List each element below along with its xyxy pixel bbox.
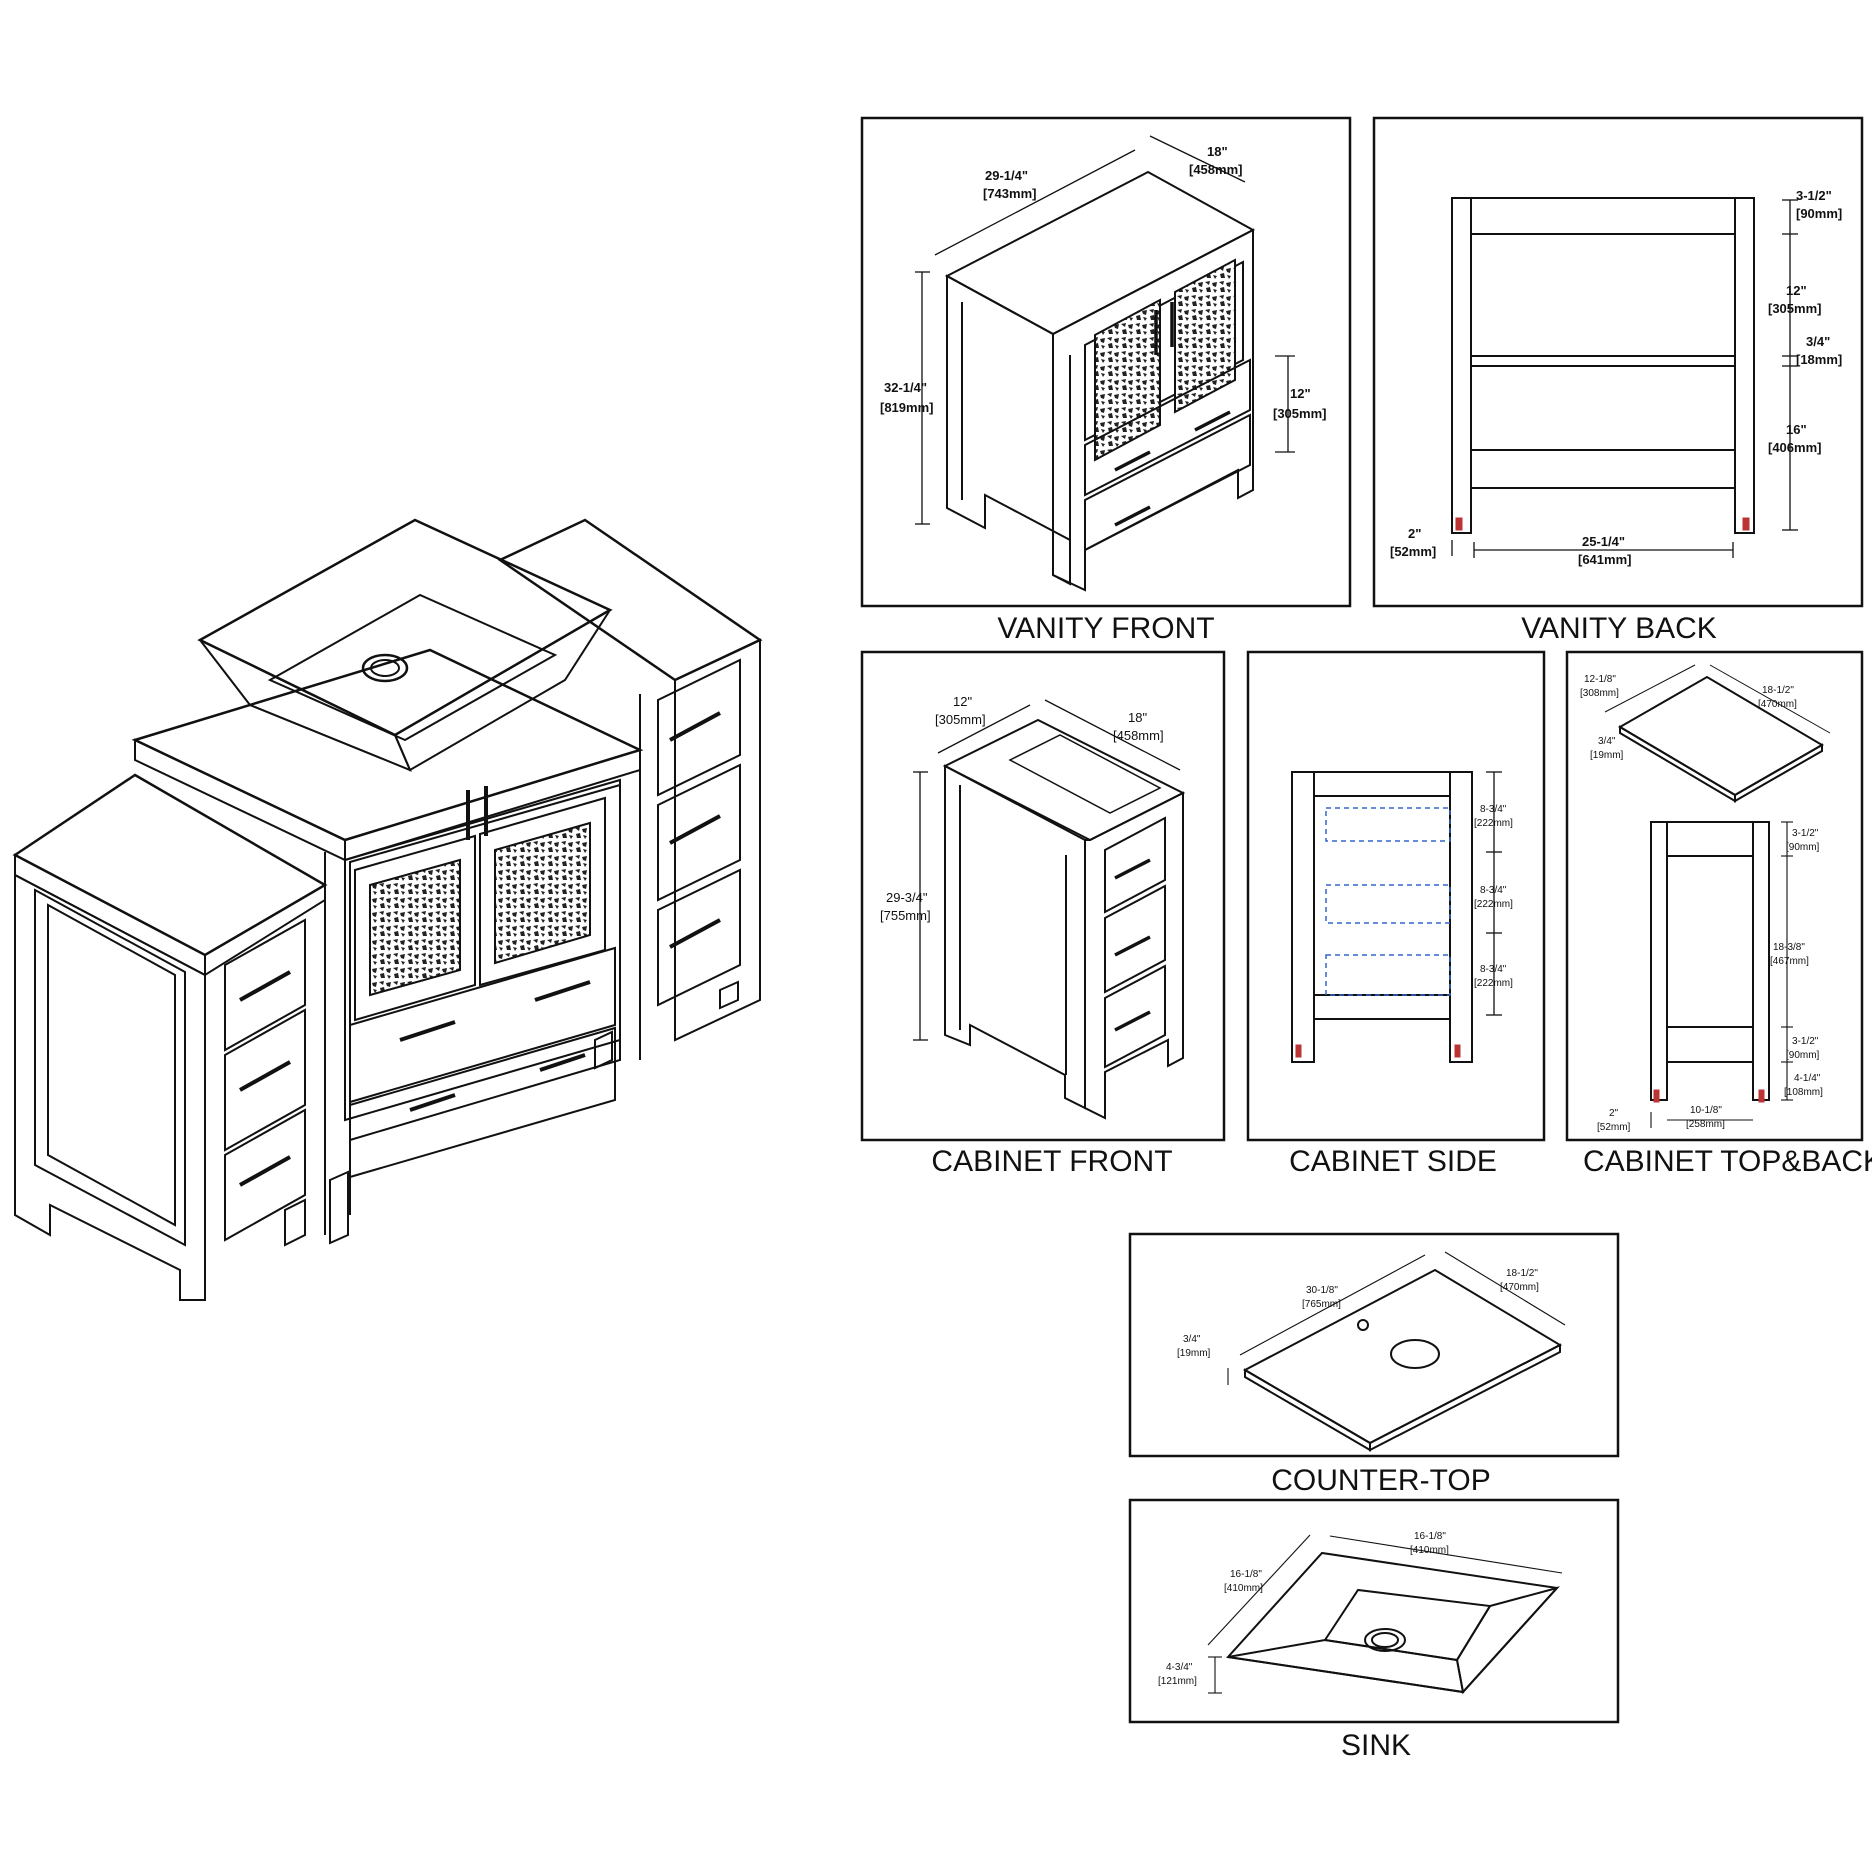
sink-h-in: 4-3/4" (1166, 1662, 1193, 1673)
cf-height-in: 29-3/4" (886, 890, 928, 905)
vf-width-mm: [743mm] (983, 186, 1036, 201)
ct-depth-mm: [470mm] (1500, 1282, 1539, 1293)
vb-shelf-mm: [18mm] (1796, 352, 1842, 367)
ctb-rail2-in: 3-1/2" (1792, 1036, 1819, 1047)
ctb-rail1-mm: [90mm] (1786, 842, 1820, 853)
ctb-topd-in: 18-1/2" (1762, 685, 1794, 696)
cs-d3-in: 8-3/4" (1480, 964, 1507, 975)
ctb-open-in: 18-3/8" (1773, 942, 1805, 953)
vf-depth-in: 18" (1207, 144, 1228, 159)
cs-d3-mm: [222mm] (1474, 978, 1513, 989)
cabinet-front-drawing (913, 699, 1186, 1120)
caption-sink: SINK (1341, 1729, 1411, 1762)
caption-cabinet-front: CABINET FRONT (931, 1145, 1172, 1178)
caption-cabinet-top-back: CABINET TOP&BACK (1583, 1145, 1872, 1178)
vb-leg-in: 2" (1408, 526, 1421, 541)
vessel-sink (197, 518, 613, 772)
sink-h-mm: [121mm] (1158, 1676, 1197, 1687)
vanity-back-drawing (1451, 197, 1798, 558)
vb-width-in: 25-1/4" (1582, 534, 1625, 549)
ctb-leg-mm: [52mm] (1597, 1122, 1631, 1133)
vanity-assembly (131, 648, 644, 1245)
vb-top-in: 3-1/2" (1796, 188, 1832, 203)
ctb-inner-mm: [258mm] (1686, 1119, 1725, 1130)
cs-d2-in: 8-3/4" (1480, 885, 1507, 896)
ctb-leg-in: 2" (1609, 1108, 1619, 1119)
sink-drawing (1207, 1534, 1563, 1695)
ctb-rail1-in: 3-1/2" (1792, 828, 1819, 839)
ctb-inner-in: 10-1/8" (1690, 1105, 1722, 1116)
vb-width-mm: [641mm] (1578, 552, 1631, 567)
vf-drawer-mm: [305mm] (1273, 406, 1326, 421)
ctb-topw-mm: [308mm] (1580, 688, 1619, 699)
cf-height-mm: [755mm] (880, 908, 931, 923)
ct-width-in: 30-1/8" (1306, 1285, 1338, 1296)
ct-width-mm: [765mm] (1302, 1299, 1341, 1310)
panel-vanity-back (1372, 116, 1864, 608)
panel-vanity-front (860, 116, 1352, 608)
cf-width-in: 12" (953, 694, 972, 709)
cs-d2-mm: [222mm] (1474, 899, 1513, 910)
ctb-footh-mm: [108mm] (1784, 1087, 1823, 1098)
panel-counter-top (1128, 1232, 1620, 1458)
vb-lower-mm: [406mm] (1768, 440, 1821, 455)
caption-vanity-back: VANITY BACK (1521, 612, 1717, 645)
panel-sink (1128, 1498, 1620, 1724)
vb-upper-mm: [305mm] (1768, 301, 1821, 316)
cf-depth-mm: [458mm] (1113, 728, 1164, 743)
vb-top-mm: [90mm] (1796, 206, 1842, 221)
vb-shelf-in: 3/4" (1806, 334, 1830, 349)
vb-leg-mm: [52mm] (1390, 544, 1436, 559)
vb-lower-in: 16" (1786, 422, 1807, 437)
ctb-topw-in: 12-1/8" (1584, 674, 1616, 685)
ctb-rail2-mm: [90mm] (1786, 1050, 1820, 1061)
ctb-topt-mm: [19mm] (1590, 750, 1624, 761)
right-cabinet (497, 518, 763, 1060)
caption-vanity-front: VANITY FRONT (997, 612, 1214, 645)
panel-cabinet-front (860, 650, 1226, 1142)
sink-w-mm: [410mm] (1410, 1545, 1449, 1556)
vf-depth-mm: [458mm] (1189, 162, 1242, 177)
ctb-topt-in: 3/4" (1598, 736, 1616, 747)
vf-drawer-in: 12" (1290, 386, 1311, 401)
sink-w-in: 16-1/8" (1414, 1531, 1446, 1542)
ctb-topd-mm: [470mm] (1758, 699, 1797, 710)
cabinet-top-back-drawing (1604, 664, 1831, 1128)
caption-counter-top: COUNTER-TOP (1271, 1464, 1490, 1497)
ct-thick-mm: [19mm] (1177, 1348, 1211, 1359)
cf-depth-in: 18" (1128, 710, 1147, 725)
vanity-front-drawing (915, 135, 1295, 592)
vb-upper-in: 12" (1786, 283, 1807, 298)
panel-cabinet-side (1246, 650, 1546, 1142)
vf-height-mm: [819mm] (880, 400, 933, 415)
cs-d1-in: 8-3/4" (1480, 804, 1507, 815)
panel-cabinet-top-back (1565, 650, 1864, 1142)
vf-height-in: 32-1/4" (884, 380, 927, 395)
caption-cabinet-side: CABINET SIDE (1289, 1145, 1497, 1178)
ct-depth-in: 18-1/2" (1506, 1268, 1538, 1279)
cabinet-side-drawing (1291, 771, 1502, 1063)
counter-top-drawing (1227, 1251, 1566, 1452)
ctb-open-mm: [467mm] (1770, 956, 1809, 967)
cf-width-mm: [305mm] (935, 712, 986, 727)
left-cabinet (12, 773, 328, 1301)
sink-d-mm: [410mm] (1224, 1583, 1263, 1594)
ct-thick-in: 3/4" (1183, 1334, 1201, 1345)
cs-d1-mm: [222mm] (1474, 818, 1513, 829)
sink-d-in: 16-1/8" (1230, 1569, 1262, 1580)
assembly-illustration (12, 518, 763, 1301)
ctb-footh-in: 4-1/4" (1794, 1073, 1821, 1084)
vf-width-in: 29-1/4" (985, 168, 1028, 183)
